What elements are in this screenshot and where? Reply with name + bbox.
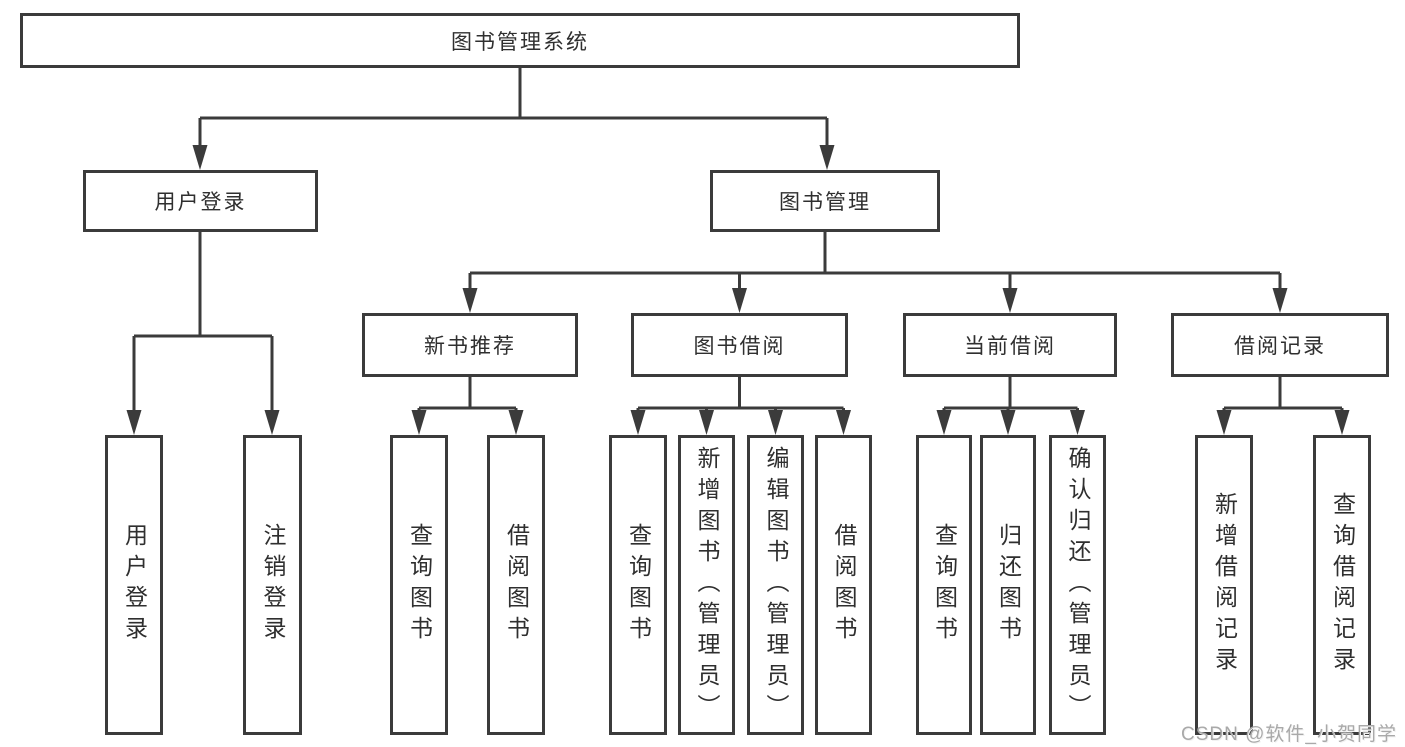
leaf-query-books: 查询图书 (609, 435, 667, 735)
node-label: 图书管理 (779, 191, 871, 214)
node-label: 当前借阅 (964, 335, 1056, 358)
leaf-label: 编辑图书（管理员） (763, 445, 789, 725)
node-borrow-records: 借阅记录 (1171, 313, 1389, 377)
leaf-label: 查询图书 (406, 523, 433, 647)
arrowhead-icons (126, 145, 1350, 435)
leaf-label: 新增图书（管理员） (694, 445, 720, 725)
leaf-logout: 注销登录 (243, 435, 302, 735)
leaf-query-books: 查询图书 (916, 435, 972, 735)
node-current-borrowing: 当前借阅 (903, 313, 1117, 377)
node-root-library-management-system: 图书管理系统 (20, 13, 1020, 68)
leaf-borrow-books: 借阅图书 (815, 435, 872, 735)
leaf-label: 查询图书 (931, 523, 958, 647)
node-label: 图书管理系统 (451, 30, 589, 54)
leaf-label: 借阅图书 (503, 523, 530, 647)
node-new-book-recommend: 新书推荐 (362, 313, 578, 377)
leaf-label: 查询借阅记录 (1329, 492, 1356, 678)
node-label: 借阅记录 (1234, 335, 1326, 358)
node-label: 新书推荐 (424, 335, 516, 358)
leaf-query-borrow-record: 查询借阅记录 (1313, 435, 1371, 735)
leaf-add-borrow-record: 新增借阅记录 (1195, 435, 1253, 735)
node-book-management: 图书管理 (710, 170, 940, 232)
leaf-edit-books-admin: 编辑图书（管理员） (747, 435, 804, 735)
leaf-label: 用户登录 (121, 523, 148, 647)
leaf-label: 新增借阅记录 (1211, 492, 1238, 678)
node-label: 图书借阅 (693, 335, 786, 358)
node-label: 用户登录 (154, 191, 247, 214)
leaf-query-books: 查询图书 (390, 435, 448, 735)
csdn-watermark: CSDN @软件_小贺同学 (1181, 724, 1397, 745)
leaf-add-books-admin: 新增图书（管理员） (678, 435, 735, 735)
leaf-user-login: 用户登录 (105, 435, 163, 735)
leaf-label: 查询图书 (625, 523, 652, 647)
node-user-login: 用户登录 (83, 170, 318, 232)
leaf-borrow-books: 借阅图书 (487, 435, 545, 735)
node-book-borrowing: 图书借阅 (631, 313, 848, 377)
leaf-label: 确认归还（管理员） (1065, 445, 1091, 725)
leaf-return-books: 归还图书 (980, 435, 1036, 735)
connector-lines (132, 68, 1344, 414)
leaf-label: 借阅图书 (831, 523, 857, 647)
leaf-label: 注销登录 (260, 523, 286, 647)
leaf-confirm-return-admin: 确认归还（管理员） (1049, 435, 1106, 735)
leaf-label: 归还图书 (995, 523, 1022, 647)
